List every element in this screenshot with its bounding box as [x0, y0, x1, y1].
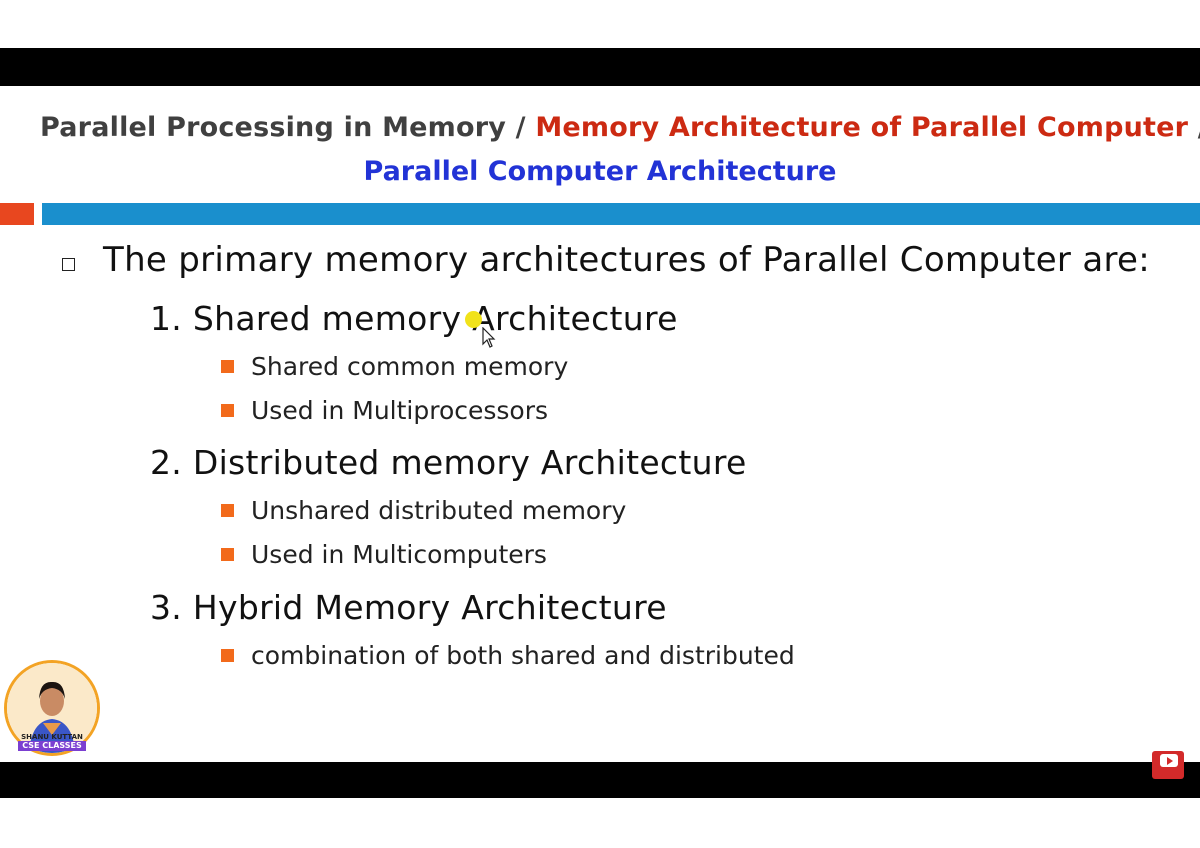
- slide-title-line2: Parallel Computer Architecture: [0, 156, 1200, 187]
- sub-item: combination of both shared and distribut…: [221, 641, 795, 670]
- sub-item: Unshared distributed memory: [221, 496, 626, 525]
- title-part-processing: Parallel Processing in Memory: [40, 112, 507, 143]
- orange-square-bullet-icon: [221, 403, 234, 417]
- main-bullet-text: The primary memory architectures of Para…: [103, 240, 1150, 280]
- orange-square-bullet-icon: [221, 359, 234, 373]
- sub-item: Used in Multiprocessors: [221, 396, 548, 425]
- sub-item-text: Used in Multiprocessors: [251, 396, 549, 425]
- orange-square-bullet-icon: [221, 547, 234, 561]
- sub-item-text: Shared common memory: [251, 352, 569, 381]
- accent-bar-red: [0, 203, 34, 225]
- orange-square-bullet-icon: [221, 503, 234, 517]
- list-item-hybrid: 3. Hybrid Memory Architecture: [150, 588, 667, 627]
- orange-square-bullet-icon: [221, 648, 234, 662]
- list-item-distributed: 2. Distributed memory Architecture: [150, 443, 747, 482]
- slide-title-line1: Parallel Processing in Memory / Memory A…: [40, 112, 1200, 143]
- hollow-square-bullet-icon: [62, 258, 75, 271]
- channel-name-top: SHANU KUTTAN: [21, 733, 83, 741]
- letterbox-bottom: [0, 762, 1200, 798]
- title-part-computer-architecture: Parallel Computer Architecture: [363, 156, 837, 187]
- list-item-shared: 1. Shared memory Architecture: [150, 299, 678, 338]
- play-icon: [1160, 754, 1178, 767]
- title-separator-2: /: [1188, 112, 1200, 143]
- channel-name-bottom: CSE CLASSES: [18, 741, 86, 751]
- channel-avatar[interactable]: [4, 660, 100, 756]
- pointer-highlight: [465, 311, 482, 328]
- sub-item-text: combination of both shared and distribut…: [251, 641, 795, 670]
- sub-item-text: Unshared distributed memory: [251, 496, 627, 525]
- letterbox-top: [0, 48, 1200, 86]
- sub-item: Used in Multicomputers: [221, 540, 547, 569]
- mouse-pointer-icon: [482, 327, 496, 348]
- accent-bar-blue: [42, 203, 1200, 225]
- sub-item-text: Used in Multicomputers: [251, 540, 547, 569]
- title-part-memory-architecture: Memory Architecture of Parallel Computer: [535, 112, 1189, 143]
- sub-item: Shared common memory: [221, 352, 568, 381]
- title-separator: /: [506, 112, 536, 143]
